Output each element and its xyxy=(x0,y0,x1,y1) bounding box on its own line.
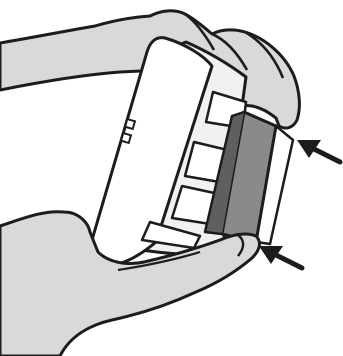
arrow-upper-icon xyxy=(297,140,343,165)
lower-hand xyxy=(0,210,261,356)
arrow-lower-icon xyxy=(259,246,305,271)
filter-cartridge xyxy=(203,110,295,246)
